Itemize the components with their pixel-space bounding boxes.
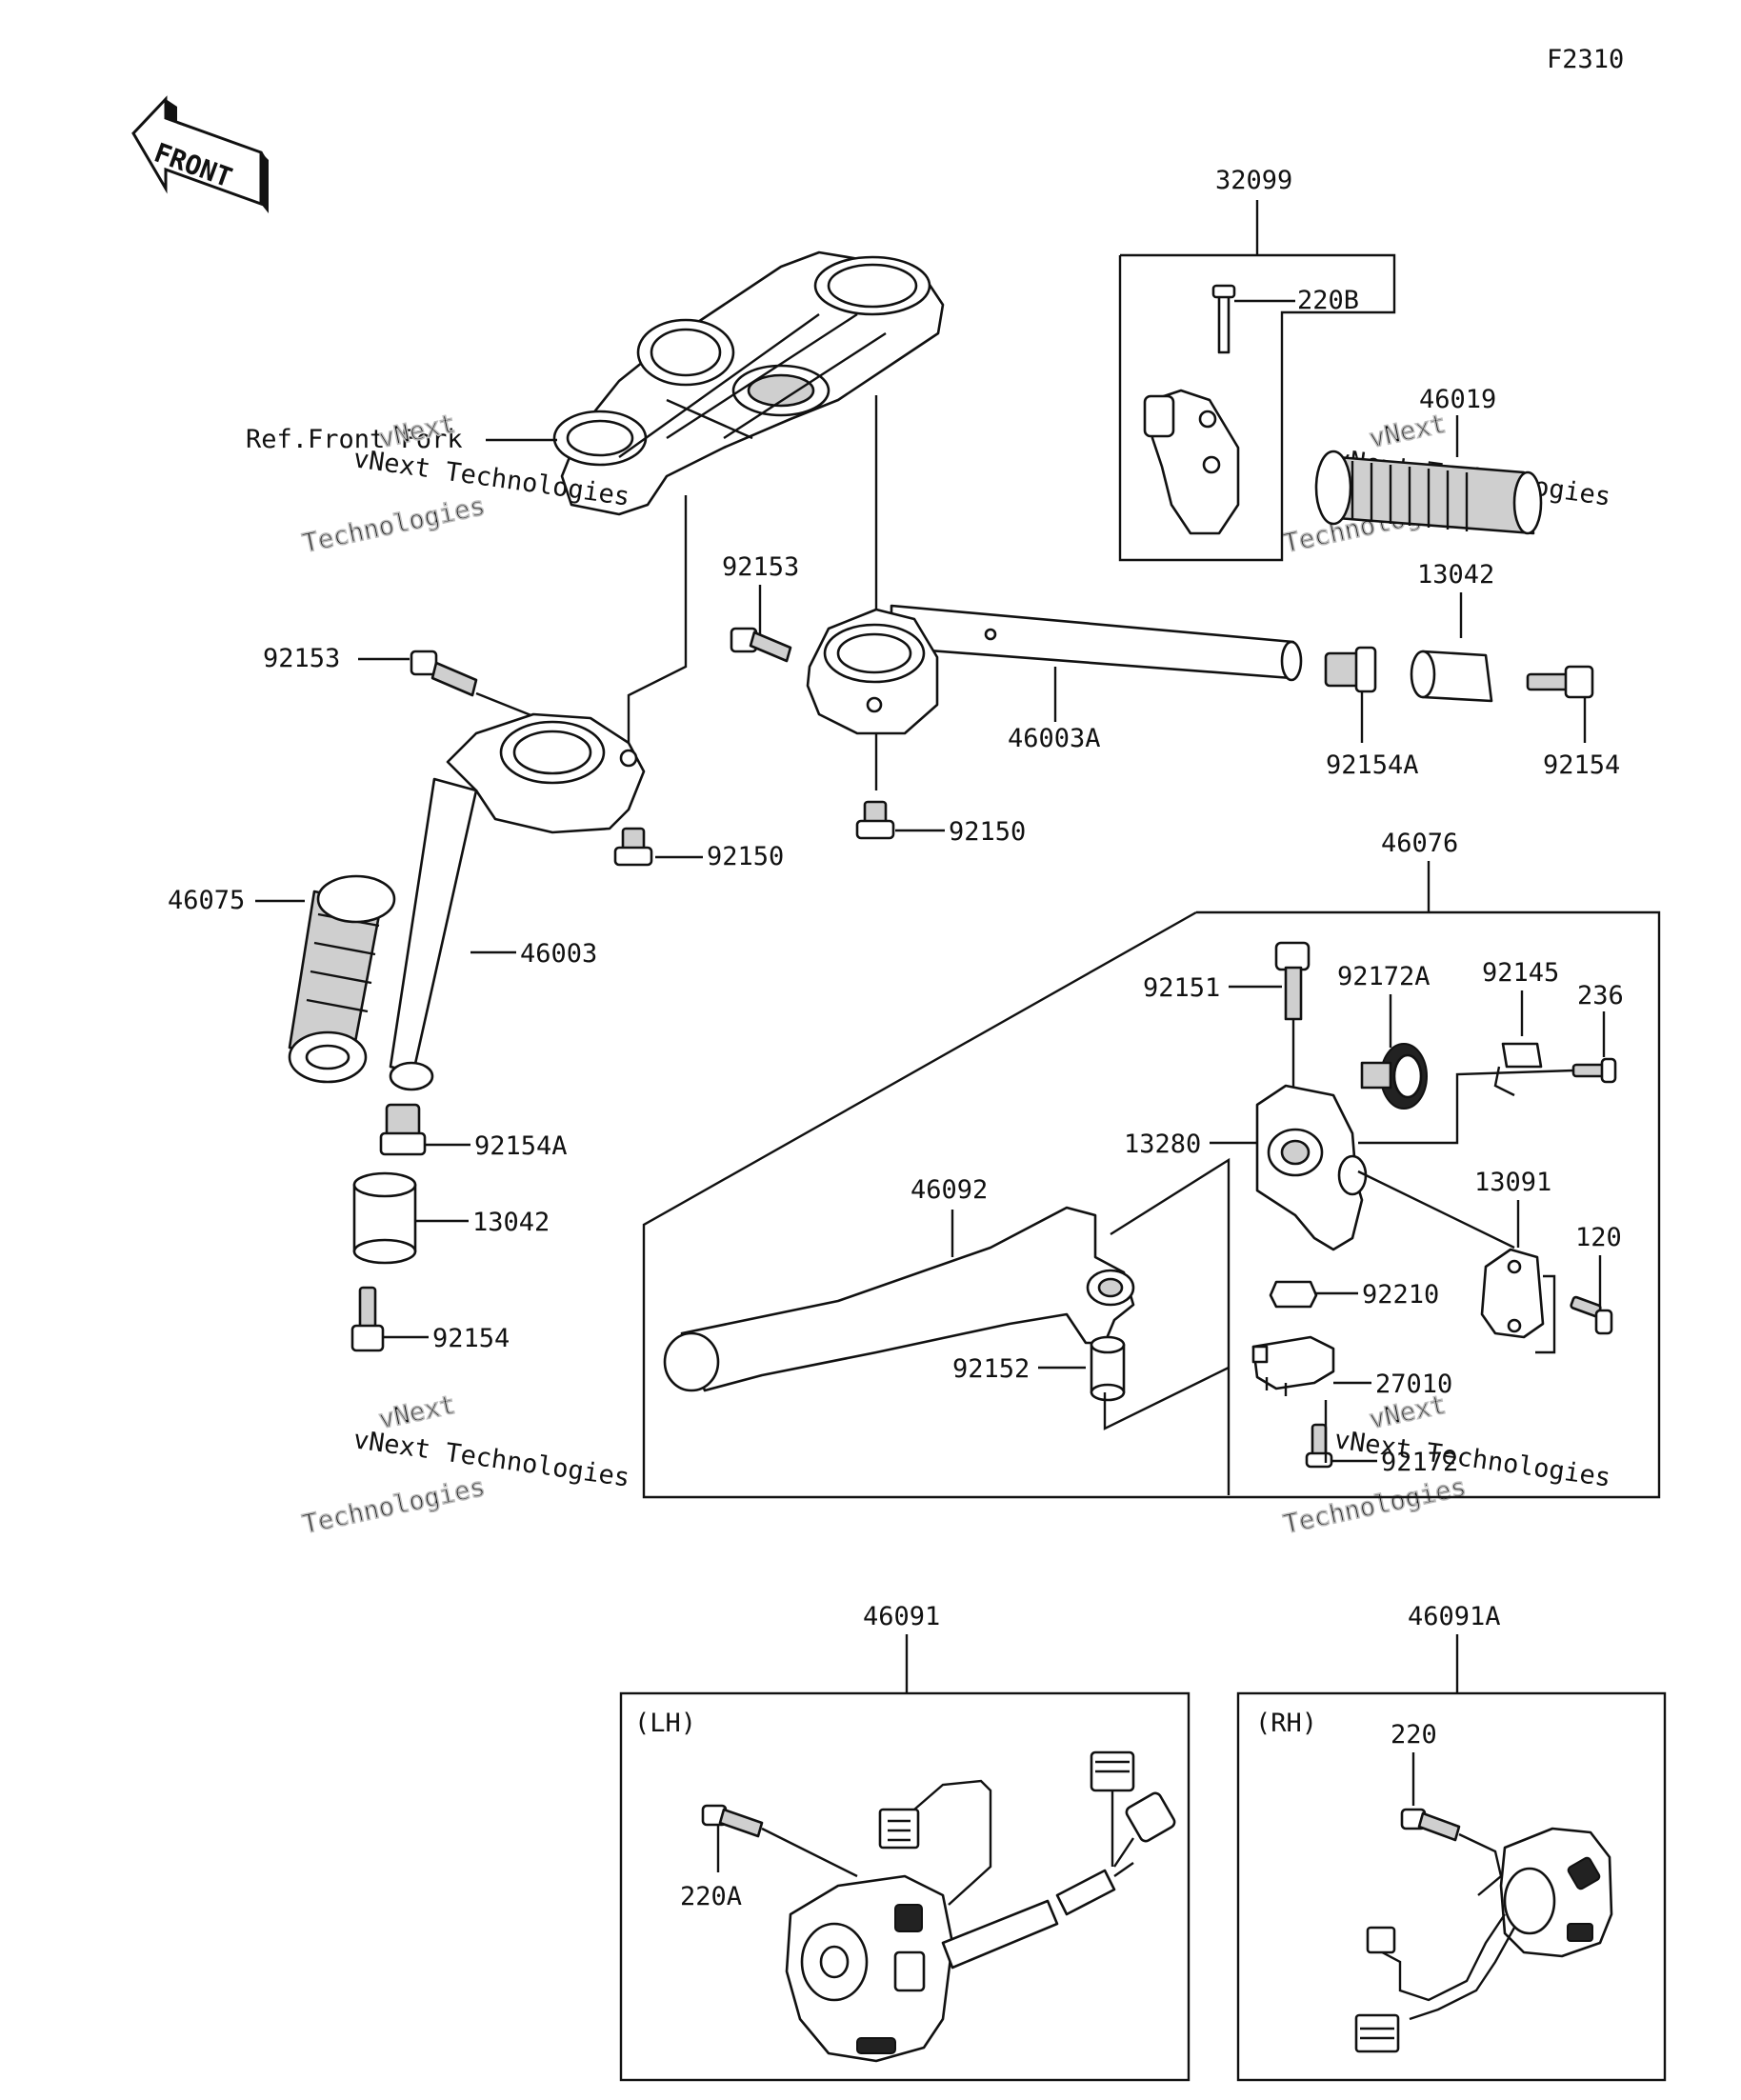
callout-46003: 46003: [520, 939, 597, 969]
switch-housing-rh: [1354, 1827, 1613, 2053]
bolt-92153-mid: [730, 627, 792, 663]
callout-46003A: 46003A: [1008, 724, 1101, 753]
throttle-housing: [1143, 284, 1240, 535]
bar-end-weight-right: [1410, 650, 1493, 703]
lever-holder-13280: [1255, 1084, 1368, 1251]
callout-13091: 13091: [1474, 1168, 1551, 1197]
bar-end-bolt-92154A-left: [379, 1103, 427, 1156]
callout-92151: 92151: [1143, 973, 1220, 1003]
svg-text:Technologies: Technologies: [300, 491, 488, 559]
callout-92153-mid: 92153: [722, 552, 799, 582]
bolt-92150-left: [613, 827, 653, 867]
callout-92172: 92172: [1381, 1448, 1458, 1477]
pivot-bolt-92151: [1274, 941, 1311, 1021]
bolt-92154-left: [350, 1286, 385, 1352]
callout-92154-left: 92154: [432, 1324, 510, 1353]
lh-label: (LH): [634, 1709, 696, 1738]
bolt-92150-mid: [855, 800, 895, 840]
bolt-120: [1570, 1295, 1613, 1335]
callout-46019: 46019: [1419, 385, 1496, 414]
screw-220A: [701, 1804, 764, 1838]
callout-46092: 46092: [911, 1175, 988, 1205]
grip-right: [1314, 450, 1543, 535]
callout-46091A: 46091A: [1408, 1602, 1501, 1631]
bar-end-bolt-92154A-right: [1324, 646, 1377, 693]
svg-text:vNext Technologies: vNext Technologies: [1332, 1425, 1612, 1492]
bolt-92154-right: [1526, 665, 1594, 699]
callout-220A: 220A: [680, 1882, 742, 1911]
callout-92153-left: 92153: [263, 644, 340, 673]
bolt-92153-left: [410, 650, 478, 697]
switch-27010: [1251, 1335, 1335, 1396]
callout-92210: 92210: [1362, 1280, 1439, 1310]
switch-housing-lh: [785, 1750, 1176, 2063]
upper-triple-clamp: [552, 250, 945, 516]
callout-32099: 32099: [1215, 166, 1292, 195]
callout-92150-mid: 92150: [949, 817, 1026, 847]
svg-text:vNext Technologies: vNext Technologies: [351, 1425, 631, 1492]
collar-92152: [1090, 1335, 1126, 1402]
svg-text:Technologies: Technologies: [1281, 1472, 1469, 1540]
svg-text:vNext: vNext: [376, 1390, 458, 1435]
callout-13280: 13280: [1124, 1130, 1201, 1159]
ref-front-fork-label: Ref.Front Fork: [246, 425, 463, 454]
callout-92154A-left: 92154A: [474, 1131, 568, 1161]
front-arrow-icon: FRONT: [131, 95, 269, 213]
callout-92154A-right: 92154A: [1326, 750, 1419, 780]
callout-120: 120: [1575, 1223, 1622, 1252]
screw-236: [1571, 1057, 1617, 1084]
handlebar-left: [389, 712, 646, 1091]
svg-text:vNext: vNext: [1367, 410, 1449, 454]
bar-end-weight-left: [352, 1171, 417, 1265]
callout-46075: 46075: [168, 886, 245, 915]
screw-220: [1400, 1808, 1461, 1842]
callout-13042-right: 13042: [1417, 560, 1494, 590]
callout-92172A: 92172A: [1337, 962, 1431, 991]
grip-left: [288, 874, 396, 1084]
clutch-lever-46092: [663, 1206, 1135, 1392]
callout-236: 236: [1577, 981, 1624, 1010]
screw-92172: [1305, 1423, 1333, 1469]
callout-27010: 27010: [1375, 1370, 1452, 1399]
callout-92152: 92152: [952, 1354, 1030, 1384]
callout-13042-left: 13042: [472, 1208, 550, 1237]
page-code: F2310: [1547, 45, 1624, 74]
spring-92145: [1493, 1042, 1543, 1097]
callout-92145: 92145: [1482, 958, 1559, 988]
callout-92150-left: 92150: [707, 842, 784, 871]
clamp-13091: [1480, 1248, 1545, 1339]
callout-220B: 220B: [1297, 286, 1359, 315]
svg-text:Technologies: Technologies: [300, 1472, 488, 1540]
callout-92154-right: 92154: [1543, 750, 1620, 780]
callout-46091: 46091: [863, 1602, 940, 1631]
callout-220: 220: [1391, 1720, 1437, 1750]
adjuster-92172A: [1360, 1043, 1428, 1110]
nut-92210: [1269, 1280, 1318, 1309]
handlebar-right: [806, 604, 1303, 735]
rh-label: (RH): [1255, 1709, 1317, 1738]
callout-46076: 46076: [1381, 829, 1458, 858]
